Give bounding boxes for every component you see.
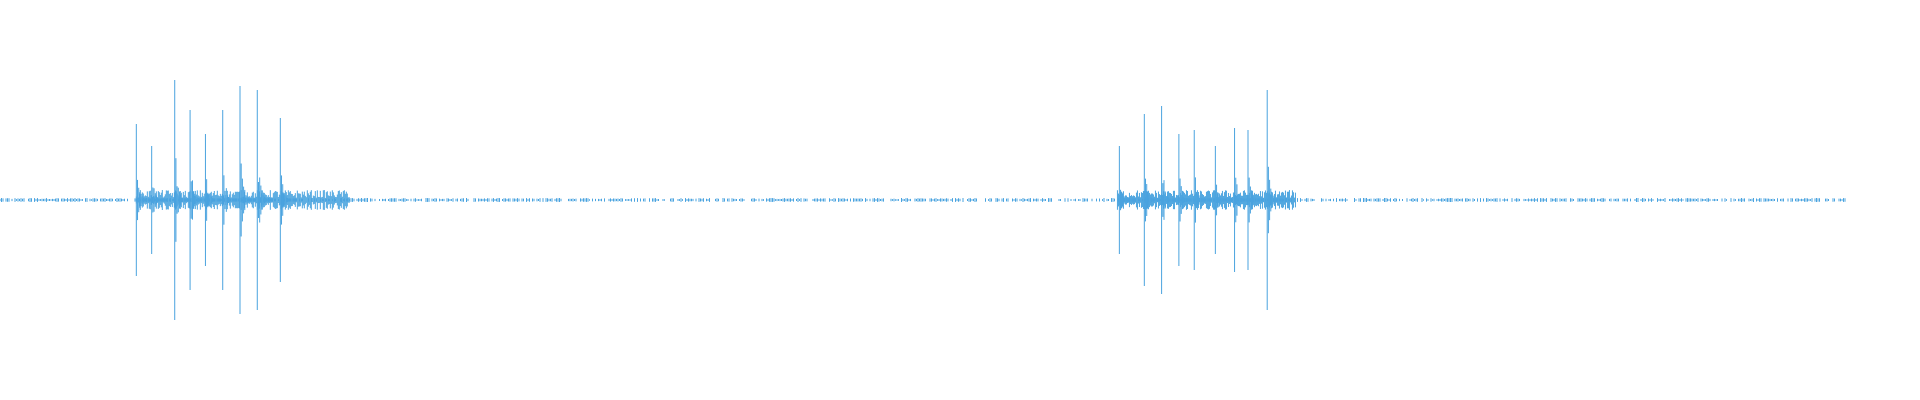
waveform-lines <box>0 80 1846 320</box>
